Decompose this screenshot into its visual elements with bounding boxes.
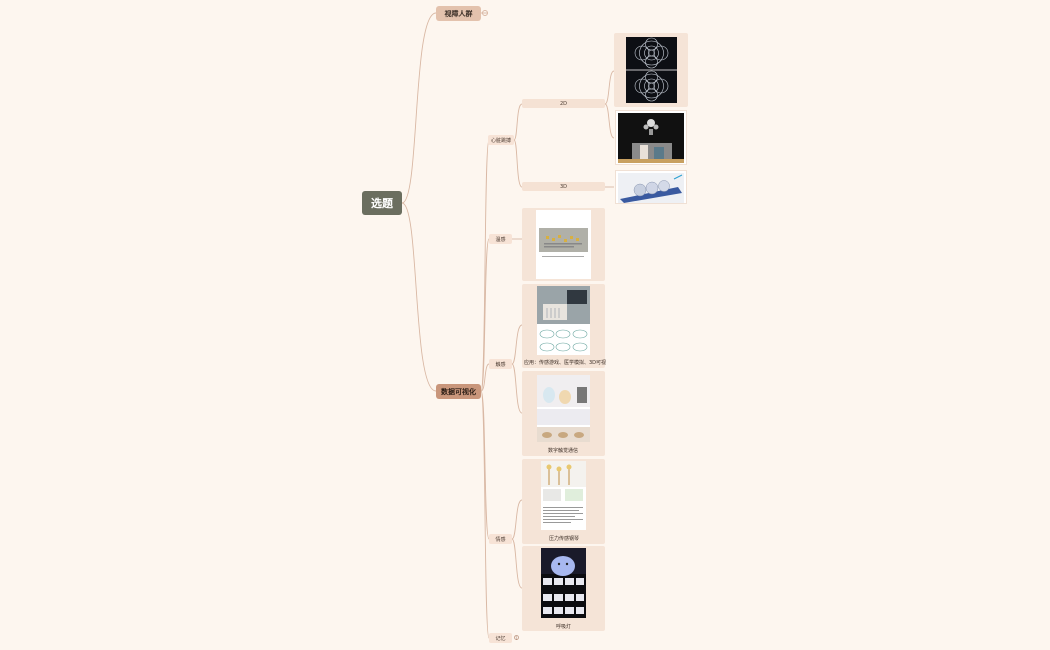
topic-temperature[interactable]: 温感 (489, 234, 512, 244)
expand-icon[interactable] (482, 10, 488, 16)
3d-device-image[interactable] (615, 170, 687, 204)
topic-memory[interactable]: 记忆 (489, 633, 512, 643)
heartbeat-2d[interactable]: 2D (522, 99, 605, 108)
topic-emotion[interactable]: 情感 (489, 534, 512, 544)
heart-rig-image[interactable] (615, 110, 687, 165)
branch-visually-impaired[interactable]: 视障人群 (436, 6, 481, 21)
cymatics-pattern-image (626, 37, 677, 103)
breathing-light-image (541, 548, 586, 618)
heart-rig-photo (618, 113, 684, 163)
memory-count-badge[interactable]: 1 (514, 635, 519, 641)
3d-device-photo (618, 173, 684, 203)
image-card-2d-pattern[interactable] (614, 33, 688, 107)
touch-card-1[interactable]: 应用：传感游戏、医学模拟、3D可视 (522, 284, 607, 368)
pressure-piano-image (541, 461, 586, 530)
temperature-card[interactable] (522, 208, 605, 281)
topic-touch[interactable]: 触感 (489, 359, 512, 369)
root-node[interactable]: 选题 (362, 191, 402, 215)
digital-touch-image (537, 375, 590, 442)
topic-heartbeat[interactable]: 心脏跳搏 (488, 135, 514, 145)
touch-caption-2: 数字触觉通信 (548, 448, 579, 454)
touch-prototype-image (537, 286, 590, 355)
touch-caption-1: 应用：传感游戏、医学模拟、3D可视 (524, 360, 607, 366)
emotion-card-2[interactable]: 呼吸灯 (522, 546, 605, 631)
emotion-card-1[interactable]: 压力传感钢琴 (522, 459, 605, 544)
emotion-caption-2: 呼吸灯 (556, 624, 572, 630)
emotion-caption-1: 压力传感钢琴 (549, 536, 580, 542)
heartbeat-3d[interactable]: 3D (522, 182, 605, 191)
touch-card-2[interactable]: 数字触觉通信 (522, 371, 605, 456)
temperature-document-image (536, 210, 591, 279)
branch-data-visualization[interactable]: 数据可视化 (436, 384, 481, 399)
